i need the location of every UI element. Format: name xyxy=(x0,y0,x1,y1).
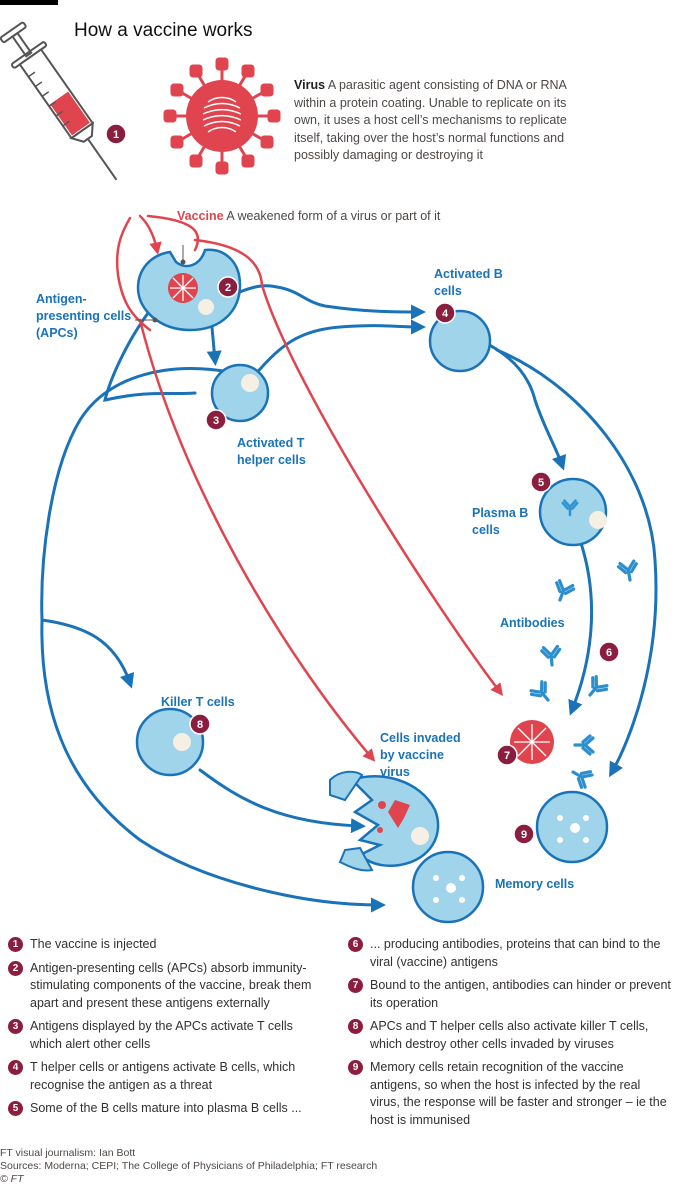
step-badges: 1 2 3 4 5 6 7 8 9 xyxy=(105,123,620,845)
step-badge xyxy=(434,302,456,324)
step-badge xyxy=(496,744,518,766)
credit-journalism: FT visual journalism: Ian Bott xyxy=(0,1147,136,1159)
step-badge-number: 9 xyxy=(521,829,527,841)
invaded-cell xyxy=(329,770,440,872)
virus-icon xyxy=(163,57,281,175)
step-badge xyxy=(530,471,552,493)
step-badge-number: 2 xyxy=(225,282,231,294)
page-title: How a vaccine works xyxy=(74,20,253,41)
step-badge xyxy=(217,276,239,298)
step-badge-number: 1 xyxy=(113,129,119,141)
step-badge-number: 5 xyxy=(538,477,544,489)
step-badge-number: 7 xyxy=(504,750,510,762)
apc-label: Antigen-presenting cells (APCs) xyxy=(36,292,132,340)
invaded-cells-label: Cells invaded by vaccine virus xyxy=(380,731,461,779)
vaccine-diagram: 1 2 3 4 5 6 7 8 9 xyxy=(0,21,658,924)
step-badge xyxy=(189,713,211,735)
step-badge xyxy=(205,409,227,431)
plasma-b-cell xyxy=(538,477,608,547)
killer-t-label: Killer T cells xyxy=(161,695,235,709)
memory-cell xyxy=(411,790,609,924)
antibodies-label: Antibodies xyxy=(500,616,565,630)
legend-item: 6... producing antibodies, proteins that… xyxy=(348,936,673,971)
step-badge-number: 8 xyxy=(197,719,203,731)
vaccine-paths xyxy=(115,214,504,762)
step-badge-number: 3 xyxy=(213,415,219,427)
credit-copyright: © FT xyxy=(0,1173,24,1185)
legend-right: 6... producing antibodies, proteins that… xyxy=(348,936,673,1135)
apc-cell xyxy=(135,245,242,332)
bound-virus xyxy=(510,720,554,764)
step-badge-number: 6 xyxy=(606,647,612,659)
step-badge xyxy=(513,823,535,845)
virus-definition: Virus A parasitic agent consisting of DN… xyxy=(294,78,567,162)
activated-b-label: Activated B cells xyxy=(434,267,503,298)
step-badge xyxy=(598,641,620,663)
step-badge-number: 4 xyxy=(442,308,449,320)
credits: FT visual journalism: Ian Bott Sources: … xyxy=(0,1147,377,1186)
memory-cells-label: Memory cells xyxy=(495,877,575,891)
step-badge xyxy=(105,123,127,145)
activated-t-label: Activated T helper cells xyxy=(237,436,306,467)
syringe-icon xyxy=(0,21,118,181)
top-rule xyxy=(0,0,58,5)
b-cell xyxy=(428,309,492,373)
plasma-b-label: Plasma B cells xyxy=(472,506,529,537)
killer-t-cell xyxy=(135,707,205,777)
vaccine-definition: Vaccine A weakened form of a virus or pa… xyxy=(177,209,441,223)
t-helper-cell xyxy=(210,363,270,423)
credit-sources: Sources: Moderna; CEPI; The College of P… xyxy=(0,1160,378,1172)
